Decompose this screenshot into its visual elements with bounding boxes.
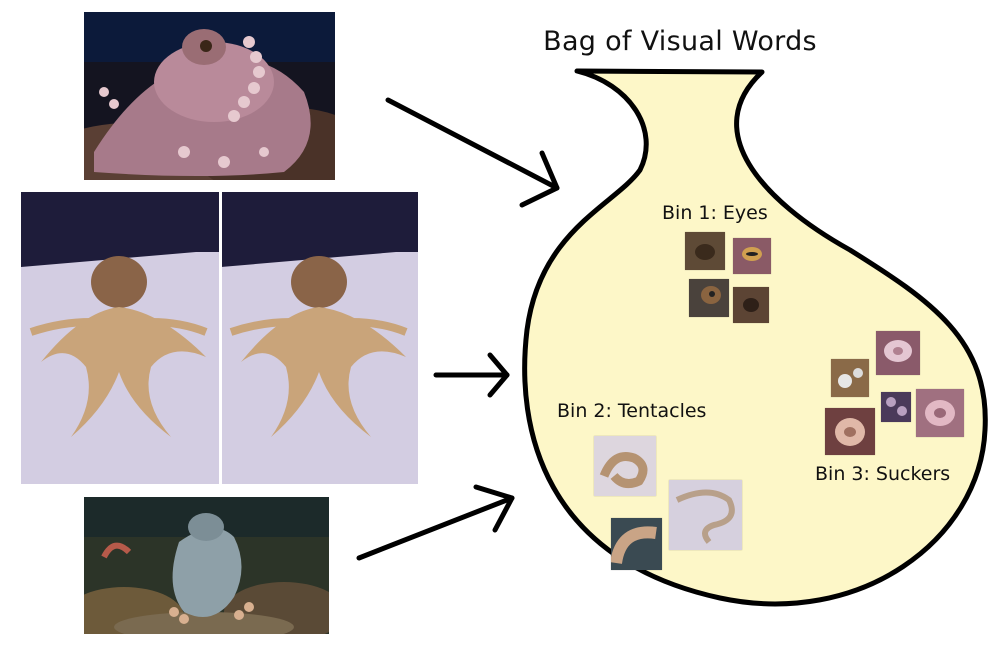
sucker-patch bbox=[876, 331, 920, 375]
arrow-middle bbox=[433, 352, 510, 398]
sucker-patch bbox=[831, 359, 869, 397]
tentacle-patch bbox=[594, 436, 656, 496]
octopus-photo-top bbox=[84, 12, 335, 180]
eye-patch bbox=[689, 279, 729, 317]
octopus-photo-middle bbox=[21, 192, 418, 484]
arrow-top bbox=[385, 97, 560, 208]
octopus-photo-bottom bbox=[84, 497, 329, 634]
sucker-patch bbox=[916, 389, 964, 437]
tentacle-patch bbox=[669, 480, 742, 550]
bin-label-eyes: Bin 1: Eyes bbox=[662, 202, 768, 224]
tentacle-patch bbox=[611, 518, 662, 570]
diagram-title: Bag of Visual Words bbox=[543, 26, 817, 57]
sucker-patch bbox=[825, 408, 875, 455]
eye-patch bbox=[733, 238, 771, 274]
bin-label-tentacles: Bin 2: Tentacles bbox=[557, 400, 707, 422]
eye-patch bbox=[685, 232, 725, 270]
eye-patch bbox=[733, 287, 769, 323]
sucker-patch bbox=[881, 392, 911, 422]
arrow-bottom bbox=[356, 484, 515, 561]
bin-label-suckers: Bin 3: Suckers bbox=[815, 463, 951, 485]
